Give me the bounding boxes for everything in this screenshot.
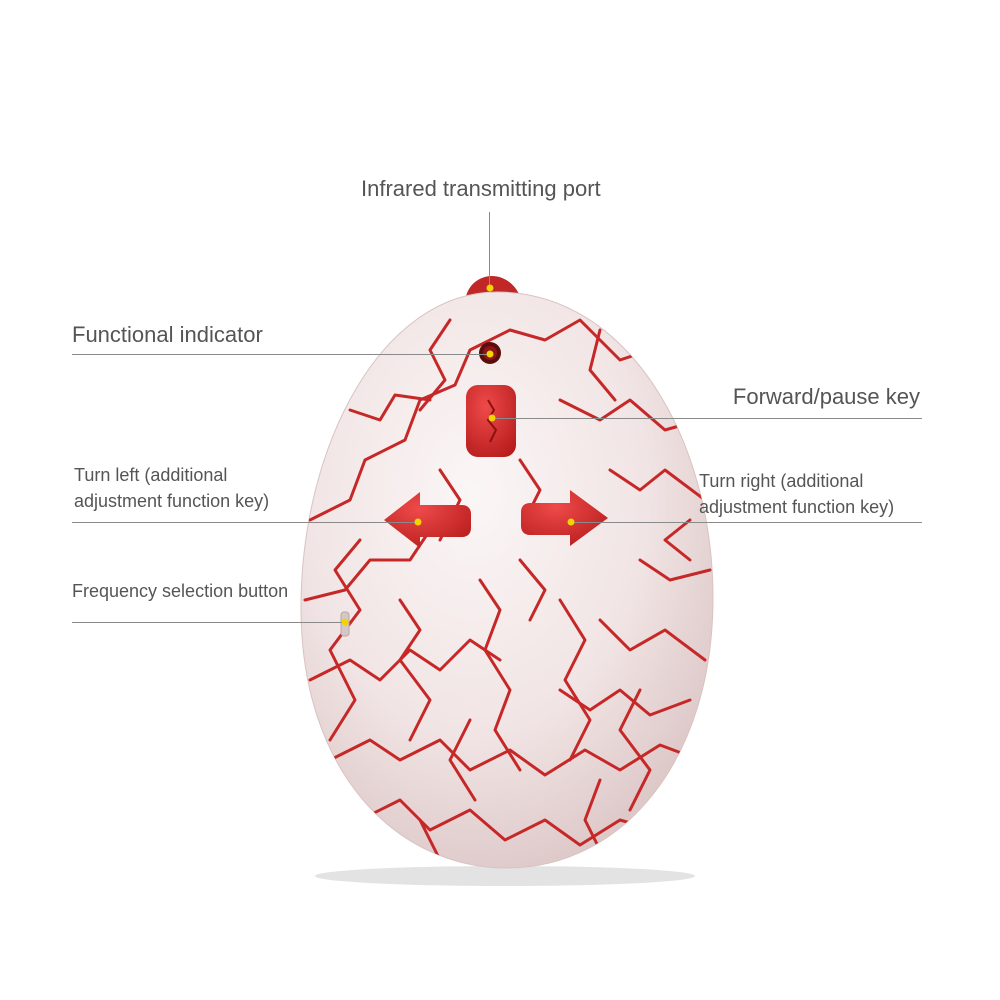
egg-shadow [315,866,695,886]
egg-shell [301,292,713,868]
forward-pointer-dot [489,415,496,422]
infrared-leader [489,212,490,290]
turn-right-pointer-dot [568,519,575,526]
indicator-pointer-dot [487,351,494,358]
infrared-port-label: Infrared transmitting port [361,176,601,202]
frequency-leader [72,622,346,623]
functional-indicator-label: Functional indicator [72,322,263,348]
frequency-button-label: Frequency selection button [72,578,288,604]
turn-left-label-line1: Turn left (additional [74,462,269,488]
forward-pause-label: Forward/pause key [700,384,920,410]
turn-right-label-line1: Turn right (additional [699,468,894,494]
turn-left-leader [72,522,420,523]
frequency-pointer-dot [342,619,349,626]
turn-left-label: Turn left (additional adjustment functio… [74,462,269,514]
turn-left-label-line2: adjustment function key) [74,488,269,514]
forward-leader [490,418,922,419]
indicator-leader [72,354,488,355]
turn-right-leader [570,522,922,523]
turn-right-label-line2: adjustment function key) [699,494,894,520]
turn-left-pointer-dot [415,519,422,526]
turn-right-label: Turn right (additional adjustment functi… [699,468,894,520]
infrared-pointer-dot [487,285,494,292]
